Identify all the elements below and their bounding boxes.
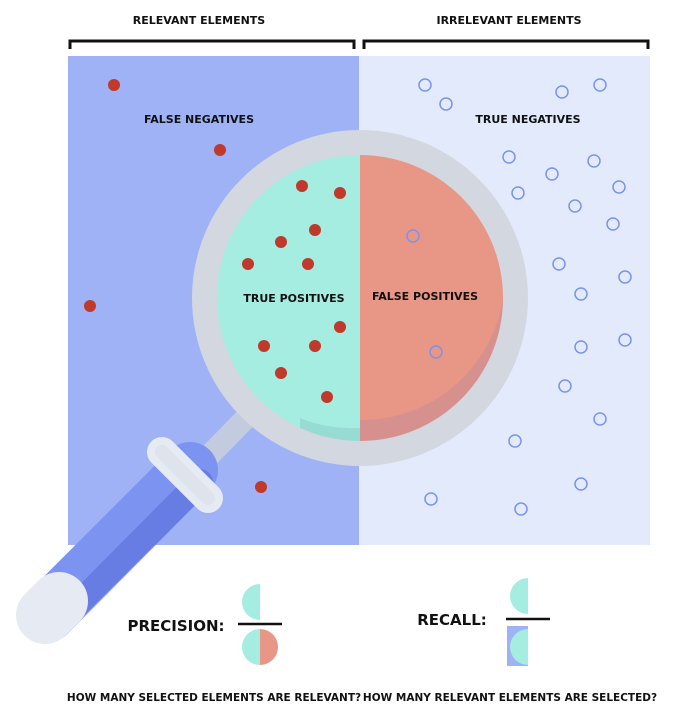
irrelevant-dot: [593, 412, 607, 426]
relevant-dot: [84, 300, 96, 312]
irrelevant-dot: [514, 502, 528, 516]
precision-label: PRECISION:: [127, 617, 224, 635]
relevant-dot: [334, 321, 346, 333]
relevant-dot: [258, 340, 270, 352]
irrelevant-dot: [618, 333, 632, 347]
irrelevant-dot: [502, 150, 516, 164]
true-positives-label: TRUE POSITIVES: [243, 292, 344, 305]
recall-fraction: [506, 578, 550, 666]
irrelevant-dot: [558, 379, 572, 393]
irrelevant-dot: [424, 492, 438, 506]
relevant-dot: [309, 340, 321, 352]
relevant-dot: [302, 258, 314, 270]
irrelevant-dot: [574, 477, 588, 491]
relevant-dot: [242, 258, 254, 270]
relevant-dot: [275, 367, 287, 379]
irrelevant-dot: [511, 186, 525, 200]
false-positive-dots: [406, 229, 443, 359]
relevant-dot: [255, 481, 267, 493]
irrelevant-dot: [568, 199, 582, 213]
irrelevant-dot: [406, 229, 420, 243]
irrelevant-dot: [593, 78, 607, 92]
irrelevant-dot: [574, 340, 588, 354]
irrelevant-dot: [587, 154, 601, 168]
precision-fraction: [238, 584, 282, 665]
false-positives-label: FALSE POSITIVES: [372, 290, 478, 303]
precision-numerator: [242, 584, 260, 620]
magnifier-handle: [16, 401, 263, 644]
irrelevant-dot: [555, 85, 569, 99]
relevant-dot: [275, 236, 287, 248]
relevant-dot: [321, 391, 333, 403]
recall-label: RECALL:: [417, 611, 487, 629]
relevant-bracket: [68, 39, 356, 49]
relevant-dot: [309, 224, 321, 236]
irrelevant-dot: [606, 217, 620, 231]
irrelevant-dot: [439, 97, 453, 111]
recall-question: HOW MANY RELEVANT ELEMENTS ARE SELECTED?: [363, 692, 657, 704]
true-positive-dots: [242, 180, 346, 403]
relevant-dot: [214, 144, 226, 156]
irrelevant-dot: [552, 257, 566, 271]
true-negatives-label: TRUE NEGATIVES: [475, 113, 580, 126]
relevant-dot: [296, 180, 308, 192]
irrelevant-dot: [429, 345, 443, 359]
irrelevant-dot: [574, 287, 588, 301]
false-negative-dots: [84, 79, 267, 493]
irrelevant-dot: [418, 78, 432, 92]
irrelevant-dot: [545, 167, 559, 181]
true-negative-dots: [418, 78, 632, 516]
relevant-dot: [334, 187, 346, 199]
irrelevant-elements-label: IRRELEVANT ELEMENTS: [436, 14, 581, 27]
relevant-dot: [108, 79, 120, 91]
recall-numerator: [510, 578, 528, 614]
irrelevant-dot: [618, 270, 632, 284]
relevant-elements-label: RELEVANT ELEMENTS: [133, 14, 266, 27]
irrelevant-dot: [508, 434, 522, 448]
false-negatives-label: FALSE NEGATIVES: [144, 113, 254, 126]
precision-question: HOW MANY SELECTED ELEMENTS ARE RELEVANT?: [67, 692, 361, 704]
irrelevant-dot: [612, 180, 626, 194]
irrelevant-bracket: [362, 39, 650, 49]
